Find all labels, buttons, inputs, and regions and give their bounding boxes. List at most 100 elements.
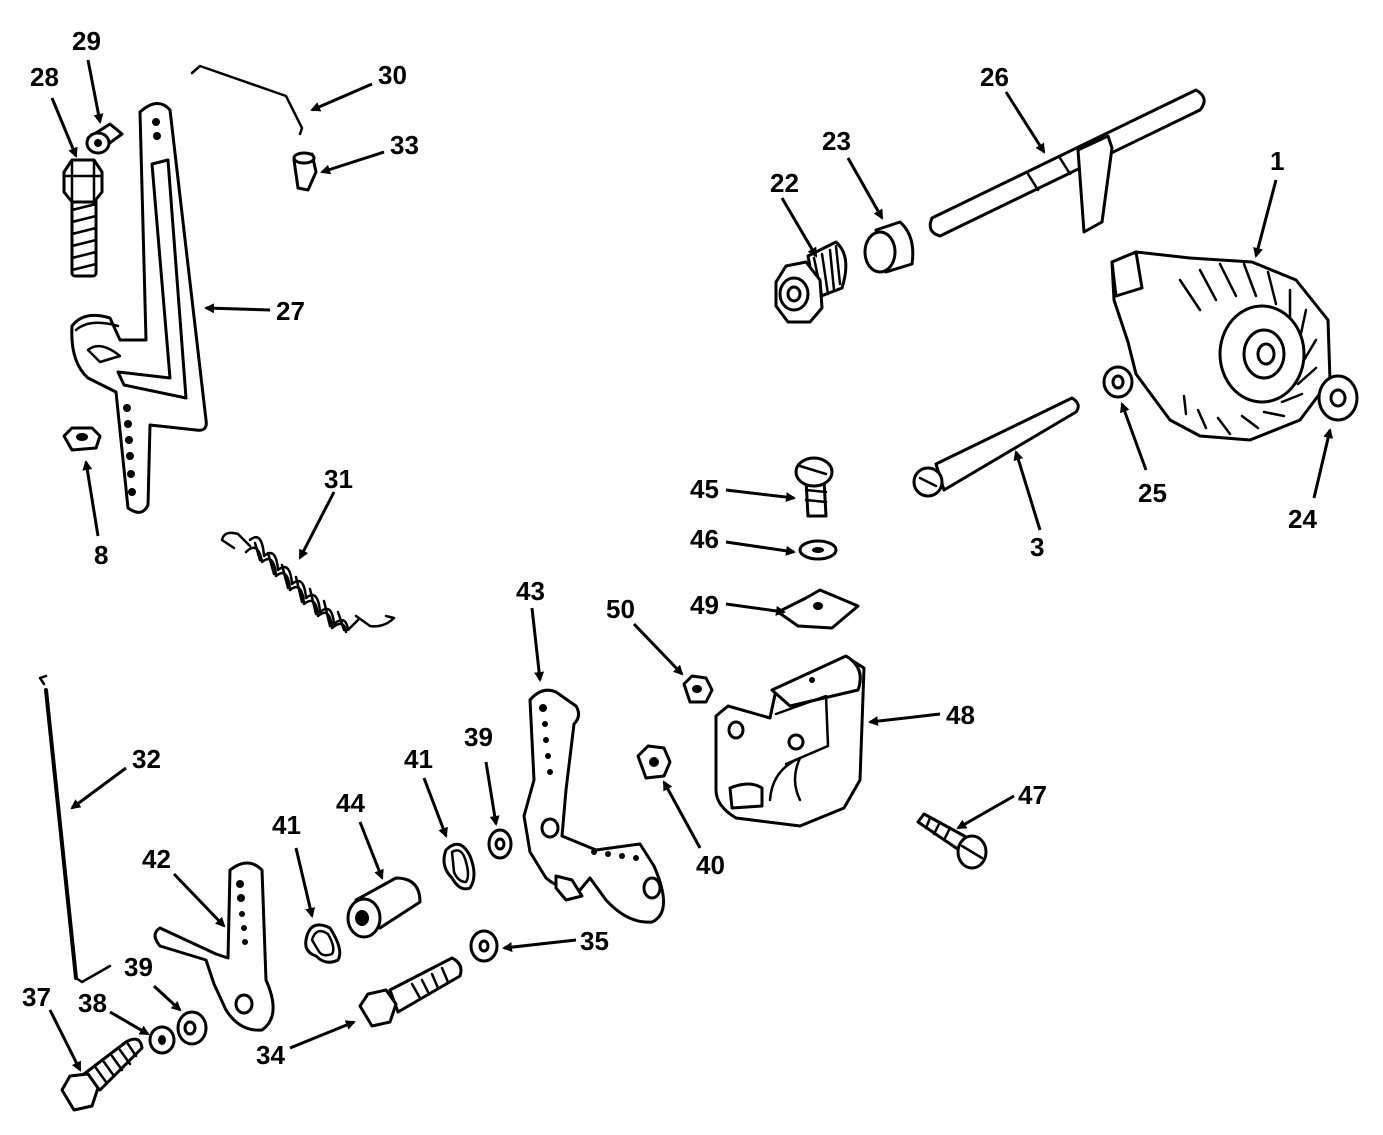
callout-label-39-left: 39 bbox=[124, 952, 153, 982]
callout-label-31: 31 bbox=[324, 464, 353, 494]
callout-38: 38 bbox=[78, 988, 150, 1036]
part-50-nut bbox=[682, 674, 714, 704]
callout-50: 50 bbox=[606, 594, 684, 676]
part-40-nut bbox=[636, 744, 672, 780]
callout-label-30: 30 bbox=[378, 60, 407, 90]
part-43-governor-lever bbox=[522, 688, 665, 924]
callout-label-45: 45 bbox=[690, 474, 719, 504]
callout-label-33: 33 bbox=[390, 130, 419, 160]
callout-label-8: 8 bbox=[94, 540, 108, 570]
callout-22: 22 bbox=[770, 168, 818, 258]
part-45-screw bbox=[794, 456, 834, 518]
callout-label-25: 25 bbox=[1138, 478, 1167, 508]
callout-39-left: 39 bbox=[124, 952, 182, 1012]
callout-34: 34 bbox=[256, 1020, 356, 1070]
callout-41-right: 41 bbox=[404, 744, 448, 838]
callout-label-37: 37 bbox=[22, 982, 51, 1012]
callout-24: 24 bbox=[1288, 428, 1334, 534]
callout-40: 40 bbox=[662, 780, 725, 880]
callout-label-47: 47 bbox=[1018, 780, 1047, 810]
part-25-washer bbox=[1102, 365, 1134, 399]
part-39-washer-right bbox=[487, 828, 513, 860]
callout-25: 25 bbox=[1120, 402, 1167, 508]
callout-31: 31 bbox=[298, 464, 353, 560]
part-3-pin bbox=[912, 396, 1080, 498]
callout-49: 49 bbox=[690, 590, 786, 620]
callout-label-44: 44 bbox=[336, 788, 365, 818]
part-30-wire-link bbox=[190, 64, 304, 136]
part-1-gear-assembly bbox=[1110, 250, 1332, 442]
callout-label-43: 43 bbox=[516, 576, 545, 606]
part-48-bracket bbox=[714, 654, 866, 828]
part-49-clip bbox=[776, 588, 860, 630]
part-47-screw bbox=[916, 812, 988, 870]
part-8-lock-nut bbox=[62, 426, 102, 452]
callout-label-39-right: 39 bbox=[464, 722, 493, 752]
part-33-swivel bbox=[292, 151, 318, 192]
callout-37: 37 bbox=[22, 982, 82, 1072]
callout-label-40: 40 bbox=[696, 850, 725, 880]
callout-48: 48 bbox=[868, 700, 975, 730]
callout-32: 32 bbox=[70, 744, 161, 810]
callout-label-26: 26 bbox=[980, 62, 1009, 92]
callout-label-28: 28 bbox=[30, 62, 59, 92]
callout-29: 29 bbox=[72, 26, 104, 124]
part-38-lock-washer bbox=[148, 1025, 176, 1055]
callout-41-left: 41 bbox=[272, 810, 316, 918]
callout-label-3: 3 bbox=[1030, 532, 1044, 562]
callout-45: 45 bbox=[690, 474, 796, 504]
callout-label-32: 32 bbox=[132, 744, 161, 774]
callout-26: 26 bbox=[980, 62, 1046, 154]
callout-47: 47 bbox=[956, 780, 1047, 830]
part-41-clip-left bbox=[304, 923, 342, 964]
part-27-lever-bracket bbox=[70, 102, 208, 514]
callout-42: 42 bbox=[142, 844, 226, 928]
part-37-bolt bbox=[60, 1037, 144, 1112]
callout-label-42: 42 bbox=[142, 844, 171, 874]
callout-label-49: 49 bbox=[690, 590, 719, 620]
callout-label-48: 48 bbox=[946, 700, 975, 730]
callout-label-29: 29 bbox=[72, 26, 101, 56]
part-46-lock-washer bbox=[798, 539, 838, 561]
callout-43: 43 bbox=[516, 576, 545, 682]
callout-label-22: 22 bbox=[770, 168, 799, 198]
callout-label-34: 34 bbox=[256, 1040, 285, 1070]
callout-8: 8 bbox=[82, 460, 108, 570]
callout-label-41-right: 41 bbox=[404, 744, 433, 774]
callout-46: 46 bbox=[690, 524, 796, 556]
callout-35: 35 bbox=[502, 926, 609, 956]
part-34-bolt bbox=[358, 956, 463, 1028]
callout-label-38: 38 bbox=[78, 988, 107, 1018]
callout-label-27: 27 bbox=[276, 296, 305, 326]
part-22-plug bbox=[774, 240, 848, 324]
callout-27: 27 bbox=[204, 296, 305, 326]
part-24-washer bbox=[1317, 374, 1359, 422]
part-31-spring bbox=[220, 531, 396, 634]
part-29-bushing bbox=[85, 122, 124, 155]
part-35-washer bbox=[469, 929, 499, 963]
part-23-spacer bbox=[863, 220, 915, 274]
part-39-washer-left bbox=[176, 1010, 208, 1046]
callout-44: 44 bbox=[336, 788, 384, 880]
part-42-lever bbox=[153, 861, 275, 1032]
callout-23: 23 bbox=[822, 126, 884, 220]
callout-1: 1 bbox=[1253, 146, 1284, 258]
part-28-hex-bolt bbox=[62, 158, 104, 278]
callout-label-35: 35 bbox=[580, 926, 609, 956]
callout-label-24: 24 bbox=[1288, 504, 1317, 534]
callout-39-right: 39 bbox=[464, 722, 500, 826]
callout-33: 33 bbox=[320, 130, 419, 175]
callout-3: 3 bbox=[1013, 450, 1044, 562]
callout-label-41-left: 41 bbox=[272, 810, 301, 840]
part-44-spacer bbox=[346, 876, 422, 939]
callout-28: 28 bbox=[30, 62, 78, 158]
callout-label-1: 1 bbox=[1270, 146, 1284, 176]
part-26-shaft bbox=[928, 88, 1206, 238]
callout-30: 30 bbox=[310, 60, 407, 112]
callout-label-23: 23 bbox=[822, 126, 851, 156]
callout-label-46: 46 bbox=[690, 524, 719, 554]
callout-label-50: 50 bbox=[606, 594, 635, 624]
part-32-rod bbox=[38, 674, 112, 984]
part-41-clip-right bbox=[442, 842, 476, 891]
